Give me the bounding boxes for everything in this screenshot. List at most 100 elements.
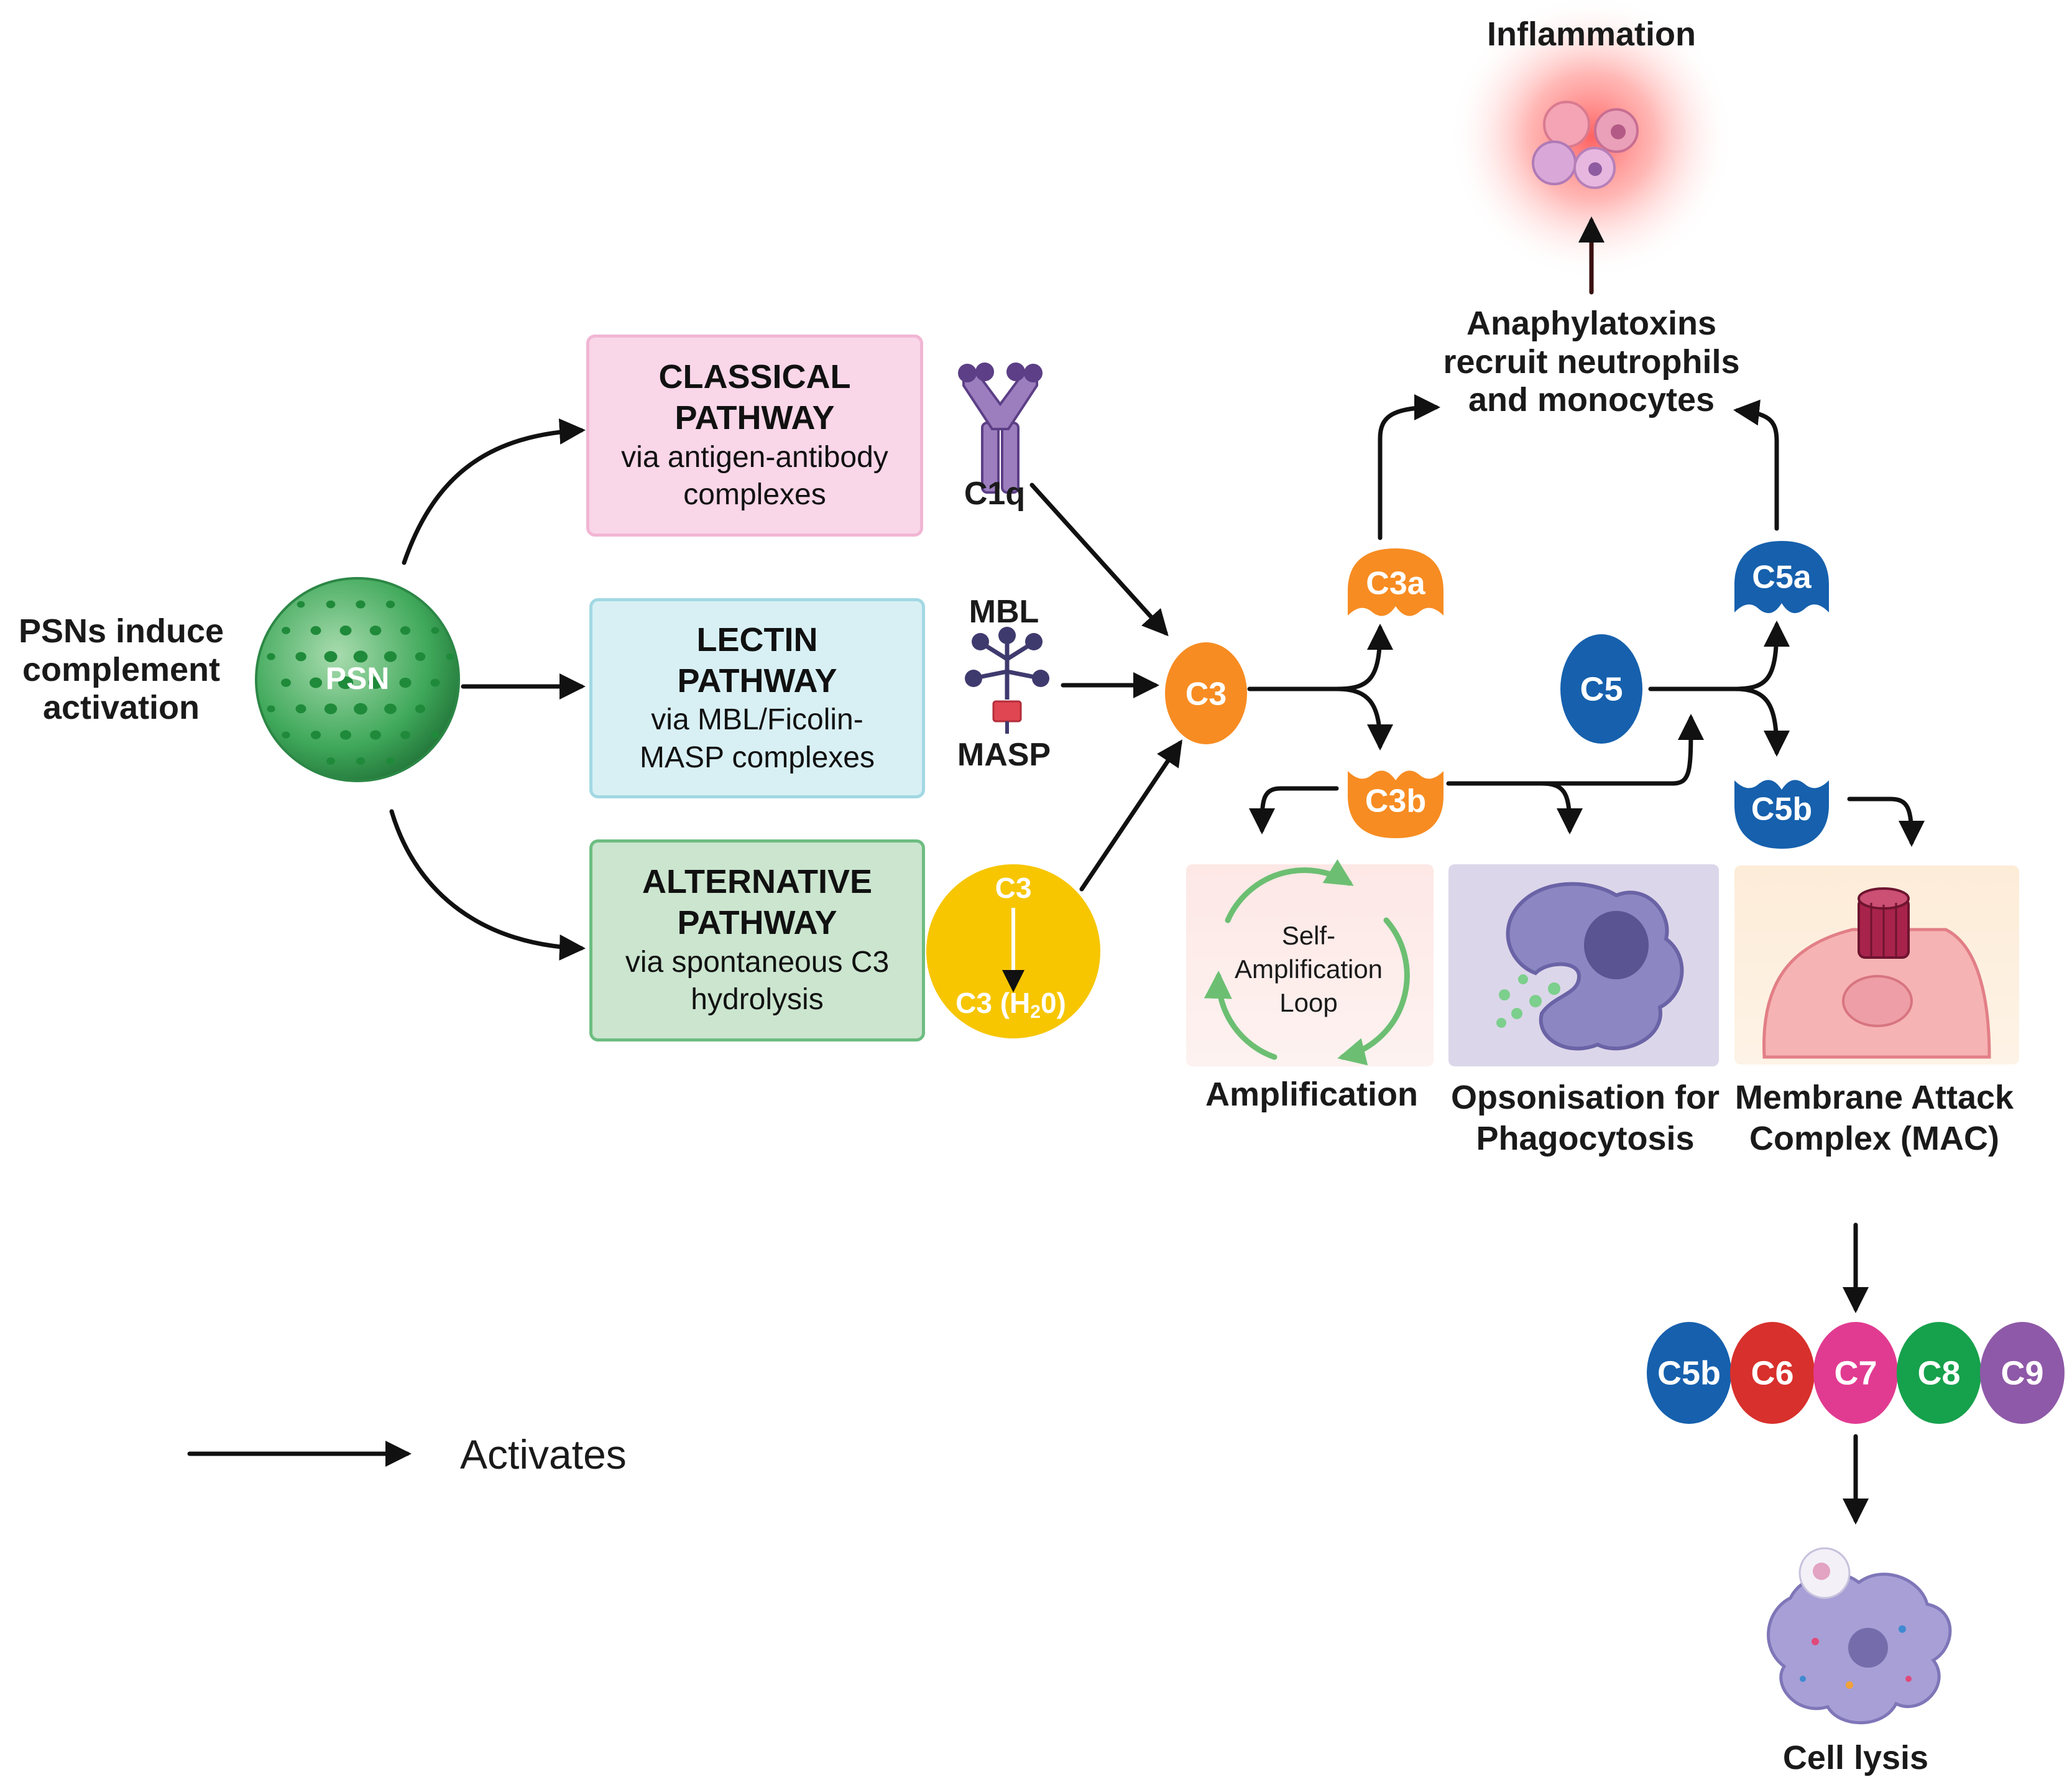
c5-molecule (1560, 634, 1642, 744)
arrow-c3-split (1247, 624, 1393, 691)
c3a-label: C3a (1366, 566, 1425, 602)
arrow-psn-classical (402, 418, 586, 565)
mac-chain-c9 (1980, 1322, 2065, 1424)
psn-sphere (255, 577, 460, 782)
c3-hydrolysis-circle (926, 864, 1100, 1038)
inflammation-title: Inflammation (1486, 16, 1697, 53)
lectin-pathway-box: LECTIN PATHWAY via MBL/Ficolin-MASP comp… (589, 598, 925, 798)
lectin-pathway-title: LECTIN PATHWAY (677, 621, 837, 700)
arrow-c5a-anaphylatoxins (1733, 399, 1779, 531)
psn-surface-dot (370, 730, 381, 740)
mac-cell-illustration (1762, 887, 1991, 1059)
psn-surface-dot (356, 757, 366, 765)
arrow-c3a-anaphylatoxins (1378, 394, 1440, 540)
c3b-label: C3b (1365, 783, 1426, 820)
psn-surface-dot (281, 678, 291, 687)
psn-surface-dot (297, 601, 305, 608)
alternative-pathway-title: ALTERNATIVE PATHWAY (642, 863, 872, 942)
arrow-c5b-mac (1847, 797, 1925, 847)
mac-chain-label: C9 (2001, 1354, 2043, 1392)
psn-surface-dot (326, 757, 335, 765)
mac-chain-c6 (1730, 1322, 1815, 1424)
psn-surface-dot (339, 626, 352, 635)
arrow-c3h2o-c3 (1079, 739, 1182, 892)
arrow-c1q-c3 (1029, 483, 1169, 637)
classical-pathway-subtitle: via antigen-antibody complexes (621, 440, 888, 512)
psn-surface-dot (267, 705, 275, 713)
lectin-pathway-subtitle: via MBL/Ficolin-MASP complexes (640, 703, 875, 774)
psn-surface-dot (369, 626, 382, 635)
psn-surface-dot (385, 600, 395, 609)
lysed-cell-illustration (1767, 1547, 1952, 1725)
opsonisation-label: Opsonisation for Phagocytosis (1451, 1079, 1720, 1157)
psn-surface-dot (415, 704, 426, 713)
mac-chain-label: C7 (1834, 1354, 1877, 1392)
legend-activates-label: Activates (460, 1431, 627, 1477)
masp-label: MASP (957, 737, 1051, 773)
mac-chain-c7 (1813, 1322, 1898, 1424)
c3-small-label: C3 (995, 872, 1032, 904)
arrow-c3-c3b (1334, 686, 1393, 751)
psn-surface-dot (309, 677, 323, 688)
c5a-label: C5a (1752, 560, 1812, 596)
arrow-c5-split (1648, 621, 1790, 691)
mac-chain-label: C8 (1917, 1354, 1960, 1392)
psn-surface-dot (324, 703, 338, 714)
psn-surface-dot (354, 703, 367, 715)
psn-surface-dot (282, 627, 290, 634)
psn-surface-dot (282, 731, 290, 739)
arrows (187, 216, 1925, 1525)
amplification-panel (1186, 864, 1434, 1066)
c1q-antibody-icon (958, 363, 1043, 494)
psn-surface-dot (338, 676, 354, 690)
psn-surface-dot (400, 731, 410, 739)
c3-h2o-label: C3 (H20) (955, 987, 1066, 1022)
arrow-c5-c5b (1732, 686, 1790, 757)
c5b-label: C5b (1751, 792, 1812, 828)
amplification-loop-icon (1204, 859, 1410, 1066)
psn-surface-dot (368, 677, 383, 689)
c5-label: C5 (1580, 670, 1623, 708)
psn-surface-dot (384, 651, 397, 662)
c3b-fragment (1348, 770, 1443, 838)
psn-surface-dot (295, 704, 306, 714)
psn-surface-dot (384, 703, 397, 714)
c3a-fragment (1348, 548, 1443, 616)
psn-surface-dot (431, 627, 440, 634)
amplification-label: Amplification (1205, 1076, 1418, 1113)
c1q-label: C1q (964, 476, 1026, 512)
psn-induce-label: PSNs induce complement activation (18, 612, 224, 727)
mac-chain: C5b C6 C7 C8 C9 (1647, 1322, 2065, 1424)
psn-surface-dot (310, 626, 321, 635)
psn-surface-dot (356, 600, 366, 609)
phagocyte-illustration (1496, 882, 1684, 1051)
c5a-fragment (1734, 541, 1829, 614)
anaphylatoxins-label: Anaphylatoxins recruit neutrophils and m… (1443, 305, 1740, 419)
arrow-c3b-c5 (1539, 714, 1704, 786)
mac-chain-c5b (1647, 1322, 1731, 1424)
psn-surface-dot (295, 652, 306, 662)
psn-surface-dot (310, 731, 321, 739)
psn-surface-dot (353, 650, 368, 663)
psn-surface-dot (431, 731, 440, 739)
alternative-pathway-subtitle: via spontaneous C3 hydrolysis (625, 945, 890, 1017)
psn-surface-dot (326, 600, 336, 609)
classical-pathway-box: CLASSICAL PATHWAY via antigen-antibody c… (586, 335, 923, 537)
psn-surface-dot (400, 626, 411, 635)
psn-surface-dot (324, 651, 338, 662)
mac-chain-label: C5b (1657, 1354, 1721, 1392)
self-amplification-label: Self- Amplification Loop (1234, 921, 1383, 1017)
c5b-fragment (1734, 780, 1829, 849)
psn-surface-dot (415, 652, 426, 662)
mac-label: Membrane Attack Complex (MAC) (1734, 1079, 2014, 1157)
inflammation-illustration (1448, 0, 1734, 280)
classical-pathway-title: CLASSICAL PATHWAY (658, 358, 851, 437)
mac-chain-label: C6 (1751, 1354, 1793, 1392)
psn-label: PSN (326, 661, 390, 696)
mbl-masp-icon (965, 627, 1049, 734)
alternative-pathway-box: ALTERNATIVE PATHWAY via spontaneous C3 h… (589, 839, 925, 1041)
arrow-psn-alternative (389, 809, 586, 961)
mbl-label: MBL (969, 594, 1039, 630)
psn-surface-dot (446, 653, 454, 660)
